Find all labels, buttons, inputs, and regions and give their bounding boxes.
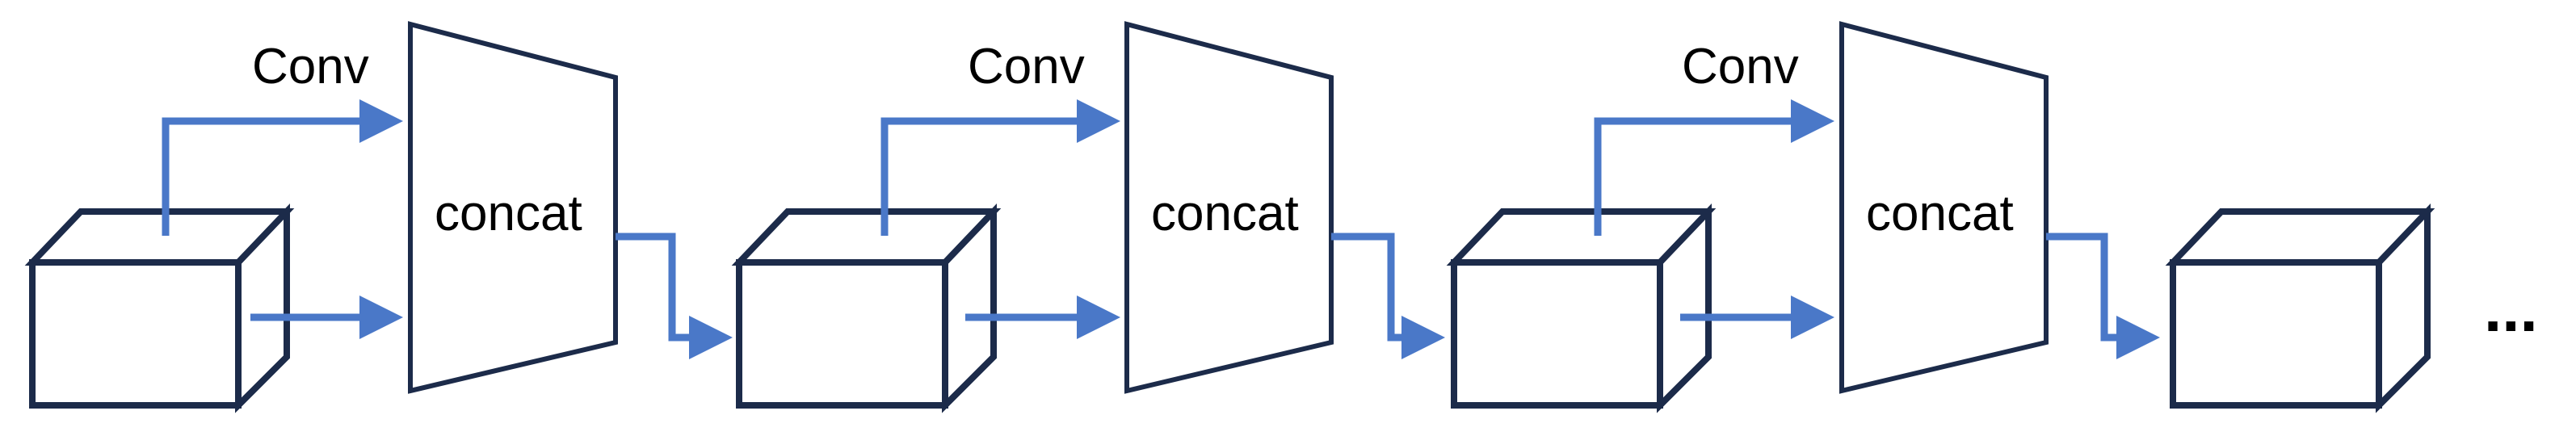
concat-label-3: concat: [1866, 186, 2014, 241]
conv-arrow-1: [162, 99, 403, 236]
concat-label-2: concat: [1151, 186, 1299, 241]
conv-label-3: Conv: [1682, 39, 1799, 94]
concat-label-1: concat: [435, 186, 582, 241]
output-arrow-2: [1331, 233, 1445, 359]
output-arrow-1: [616, 233, 733, 359]
feature-map-cube-4: [2165, 203, 2435, 413]
concat-block-3: [1839, 21, 2049, 394]
concat-block-2: [1124, 21, 1334, 394]
feature-map-cube-3: [1446, 203, 1717, 413]
feature-map-cube-1: [24, 203, 295, 413]
conv-label-2: Conv: [968, 39, 1085, 94]
concat-block-1: [408, 21, 618, 394]
output-arrow-3: [2046, 233, 2160, 359]
conv-arrow-3: [1594, 99, 1834, 236]
conv-arrow-2: [880, 99, 1120, 236]
feature-map-cube-2: [731, 203, 1002, 413]
continuation-ellipsis: ...: [2484, 273, 2538, 345]
conv-label-1: Conv: [252, 39, 369, 94]
